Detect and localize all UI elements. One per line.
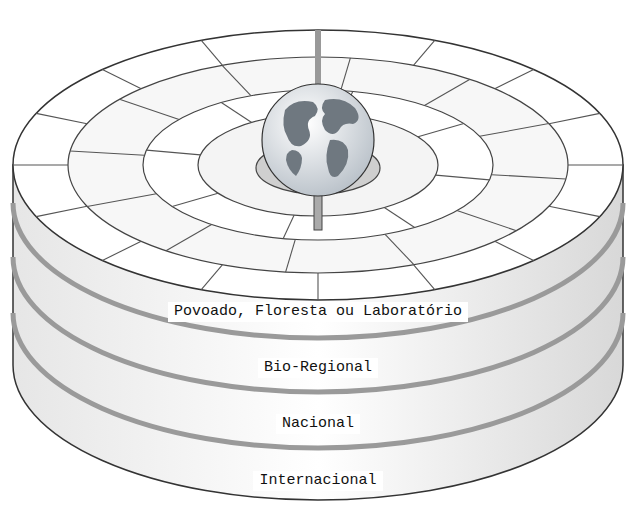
segment-line <box>222 65 251 95</box>
segment-line <box>201 40 222 65</box>
segment-line <box>384 208 414 228</box>
segment-line <box>549 113 600 123</box>
segment-lines <box>13 30 623 300</box>
segment-line <box>568 164 623 165</box>
segment-line <box>120 99 180 119</box>
segment-line <box>166 225 212 251</box>
segment-line <box>492 175 566 179</box>
band-text: Nacional <box>282 415 354 433</box>
ring <box>68 57 568 273</box>
band-label: Bio-Regional <box>258 358 378 378</box>
band-label: Povoado, Floresta ou Laboratório <box>168 302 468 322</box>
segment-line <box>414 40 435 65</box>
segment-line <box>286 239 296 272</box>
segment-line <box>87 194 156 207</box>
segment-line <box>414 265 435 290</box>
band-text: Bio-Regional <box>264 359 372 377</box>
band-divider <box>13 313 623 448</box>
band-label: Internacional <box>253 471 382 491</box>
segment-line <box>317 273 318 300</box>
segment-line <box>283 215 294 239</box>
segment-line <box>418 124 464 137</box>
segment-line <box>436 175 490 180</box>
segment-line <box>424 79 470 105</box>
segment-line <box>495 70 534 89</box>
segment-line <box>172 193 218 206</box>
segment-line <box>480 124 549 137</box>
segment-line <box>146 150 200 155</box>
segment-line <box>495 241 534 260</box>
segment-line <box>221 102 251 122</box>
segment-line <box>201 265 222 290</box>
segment-line <box>13 164 68 165</box>
segment-line <box>36 206 87 216</box>
band-text: Povoado, Floresta ou Laboratório <box>174 303 462 321</box>
segment-line <box>385 234 414 264</box>
segment-line <box>102 70 141 89</box>
segment-line <box>457 211 517 231</box>
segment-line <box>102 241 141 260</box>
segment-line <box>70 151 144 155</box>
segment-line <box>36 113 87 123</box>
globe <box>262 84 374 196</box>
segment-line <box>549 206 600 216</box>
band-text: Internacional <box>259 472 376 490</box>
segment-line <box>341 58 351 91</box>
band-label: Nacional <box>276 414 360 434</box>
band-divider <box>13 257 623 392</box>
top-face <box>13 30 623 300</box>
